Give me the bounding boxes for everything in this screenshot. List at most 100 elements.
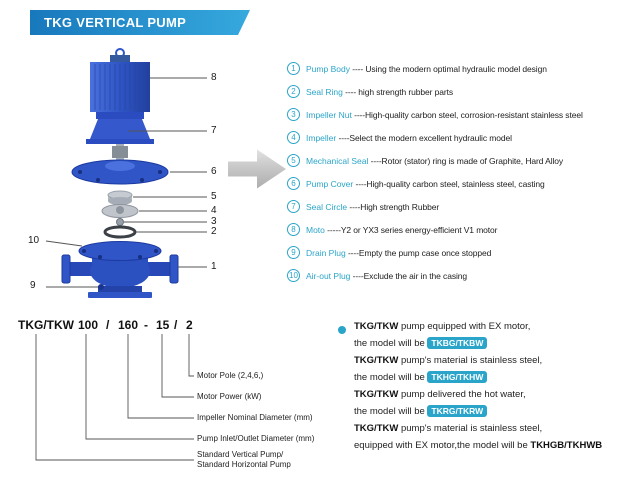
part-number-badge: 2 xyxy=(287,85,300,98)
part-description: -----Y2 or YX3 series energy-efficient V… xyxy=(324,224,498,235)
part-name: Pump Cover xyxy=(306,178,354,189)
note-line: TKG/TKW pump's material is stainless ste… xyxy=(354,420,616,437)
callout-5: 5 xyxy=(211,191,217,202)
note-text: the model will be xyxy=(354,338,428,349)
callout-1: 1 xyxy=(211,261,217,272)
mechanical-seal-shape xyxy=(107,190,133,205)
part-number-badge: 8 xyxy=(287,223,300,236)
impeller-shape xyxy=(101,204,139,218)
part-description: ---- high strength rubber parts xyxy=(342,86,454,97)
part-list-item: 9 Drain Plug ----Empty the pump case onc… xyxy=(287,241,617,264)
model-badge: TKRG/TKRW xyxy=(427,405,488,417)
part-number-badge: 9 xyxy=(287,246,300,259)
model-badge: TKHG/TKHW xyxy=(427,371,488,383)
note-line: the model will be TKBG/TKBW xyxy=(354,335,616,352)
bullet-icon xyxy=(338,326,346,334)
note-text: pump equipped with EX motor, xyxy=(398,321,531,332)
label-motor-power: Motor Power (kW) xyxy=(197,392,262,401)
leader-lines xyxy=(45,77,207,288)
part-number-badge: 1 xyxy=(287,62,300,75)
label-inlet-diameter: Pump Inlet/Outlet Diameter (mm) xyxy=(197,434,315,443)
page-title: TKG VERTICAL PUMP xyxy=(30,10,250,35)
model-code-section: TKG/TKW 100 / 160 - 15 / 2 Motor Pole (2… xyxy=(16,316,328,494)
label-standard-horizontal: Standard Horizontal Pump xyxy=(197,460,291,469)
page-title-text: TKG VERTICAL PUMP xyxy=(44,15,187,30)
part-number-badge: 7 xyxy=(287,200,300,213)
label-motor-pole: Motor Pole (2,4,6,) xyxy=(197,371,264,380)
part-number-badge: 5 xyxy=(287,154,300,167)
note-text: pump's material is stainless steel, xyxy=(398,423,543,434)
part-name: Mechanical Seal xyxy=(306,155,369,166)
part-name: Impeller Nut xyxy=(306,109,352,120)
pump-drawing xyxy=(45,48,207,298)
part-list-item: 8 Moto -----Y2 or YX3 series energy-effi… xyxy=(287,218,617,241)
note-text: pump delivered the hot water, xyxy=(398,389,526,400)
model-token-slash2: / xyxy=(174,318,178,332)
model-token-impeller: 160 xyxy=(118,318,139,332)
model-token-series: TKG/TKW xyxy=(18,318,74,332)
pump-body-shape xyxy=(61,241,179,298)
callout-8: 8 xyxy=(211,72,217,83)
callout-10: 10 xyxy=(28,235,40,246)
part-name: Drain Plug xyxy=(306,247,346,258)
part-list-item: 2 Seal Ring ---- high strength rubber pa… xyxy=(287,80,617,103)
callout-6: 6 xyxy=(211,166,217,177)
part-list-item: 3 Impeller Nut ----High-quality carbon s… xyxy=(287,103,617,126)
note-text: the model will be xyxy=(354,372,428,383)
model-token-pole: 2 xyxy=(186,318,193,332)
part-description: ---- Using the modern optimal hydraulic … xyxy=(349,63,547,74)
part-name: Pump Body xyxy=(306,63,350,74)
note-line: TKG/TKW pump equipped with EX motor, xyxy=(354,318,616,335)
label-standard-vertical: Standard Vertical Pump/ xyxy=(197,450,284,459)
part-description: ----High-quality carbon steel, stainless… xyxy=(353,178,545,189)
part-list-item: 4 Impeller ----Select the modern excelle… xyxy=(287,126,617,149)
part-description: ----Rotor (stator) ring is made of Graph… xyxy=(368,155,564,166)
note-text: the model will be xyxy=(354,406,428,417)
part-description: ----Empty the pump case once stopped xyxy=(345,247,492,258)
callout-4: 4 xyxy=(211,205,217,216)
notes-text: TKG/TKW pump equipped with EX motor, the… xyxy=(354,318,616,454)
pump-exploded-diagram: 8 7 6 5 4 3 2 10 1 9 xyxy=(0,40,285,312)
motor-shape xyxy=(86,48,154,144)
note-line: TKG/TKW pump's material is stainless ste… xyxy=(354,352,616,369)
model-token-power: 15 xyxy=(156,318,170,332)
part-list-item: 6 Pump Cover ----High-quality carbon ste… xyxy=(287,172,617,195)
callout-9: 9 xyxy=(30,280,36,291)
part-name: Seal Circle xyxy=(306,201,348,212)
part-description: ----High strength Rubber xyxy=(347,201,440,212)
part-name: Air-out Plug xyxy=(306,270,351,281)
part-number-badge: 3 xyxy=(287,108,300,121)
part-name: Seal Ring xyxy=(306,86,343,97)
notes-section: TKG/TKW pump equipped with EX motor, the… xyxy=(338,318,616,454)
part-number-badge: 6 xyxy=(287,177,300,190)
parts-list: 1 Pump Body ---- Using the modern optima… xyxy=(287,57,617,287)
part-description: ----Exclude the air in the casing xyxy=(350,270,468,281)
note-line: TKG/TKW pump delivered the hot water, xyxy=(354,386,616,403)
model-token-dash: - xyxy=(144,318,148,332)
note-bold: TKG/TKW xyxy=(354,355,399,366)
model-token-inlet: 100 xyxy=(78,318,99,332)
part-name: Moto xyxy=(306,224,325,235)
note-bold: TKG/TKW xyxy=(354,321,399,332)
part-list-item: 7 Seal Circle ----High strength Rubber xyxy=(287,195,617,218)
part-description: ----Select the modern excellent hydrauli… xyxy=(336,132,512,143)
model-badge: TKBG/TKBW xyxy=(427,337,488,349)
seal-circle-shape xyxy=(103,225,137,239)
part-list-item: 5 Mechanical Seal ----Rotor (stator) rin… xyxy=(287,149,617,172)
note-line: equipped with EX motor,the model will be… xyxy=(354,437,616,454)
pump-cover-shape xyxy=(71,159,169,185)
part-list-item: 1 Pump Body ---- Using the modern optima… xyxy=(287,57,617,80)
callout-2: 2 xyxy=(211,226,217,237)
callout-3: 3 xyxy=(211,216,217,227)
note-bold: TKG/TKW xyxy=(354,389,399,400)
model-code-lines xyxy=(35,334,194,461)
part-name: Impeller xyxy=(306,132,337,143)
callout-7: 7 xyxy=(211,125,217,136)
model-token-slash1: / xyxy=(106,318,110,332)
model-code-plain: TKHGB/TKHWB xyxy=(530,440,603,451)
note-bold: TKG/TKW xyxy=(354,423,399,434)
note-line: the model will be TKHG/TKHW xyxy=(354,369,616,386)
note-text: pump's material is stainless steel, xyxy=(398,355,543,366)
part-list-item: 10 Air-out Plug ----Exclude the air in t… xyxy=(287,264,617,287)
